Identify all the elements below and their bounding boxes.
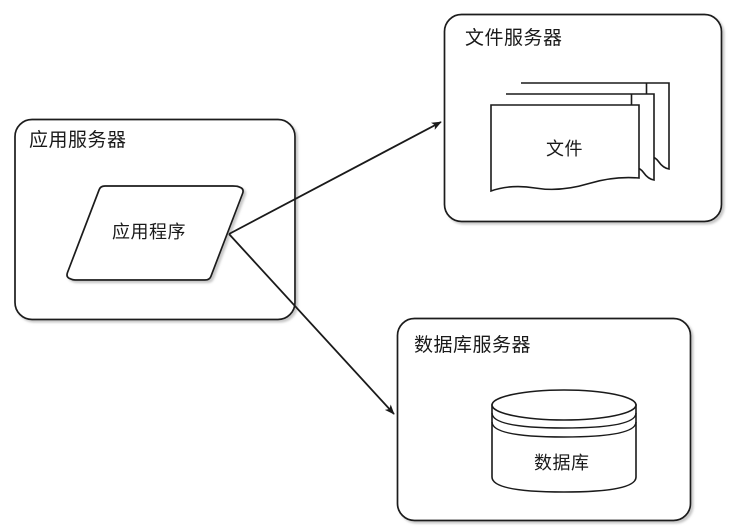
edge-app-to-db[interactable] — [228, 233, 395, 415]
edge-app-to-db-line[interactable] — [228, 233, 395, 415]
file-document-front — [490, 104, 640, 193]
app-program-parallelogram[interactable] — [66, 185, 244, 281]
database-cylinder-ring-1 — [491, 412, 637, 429]
node-file[interactable] — [490, 82, 670, 193]
edge-app-to-file[interactable] — [228, 121, 442, 235]
database-cylinder-top — [491, 389, 637, 421]
node-database[interactable] — [491, 389, 637, 493]
node-app-program[interactable] — [66, 185, 244, 281]
edge-app-to-file-line[interactable] — [228, 121, 442, 235]
database-cylinder-ring-2 — [491, 421, 637, 438]
